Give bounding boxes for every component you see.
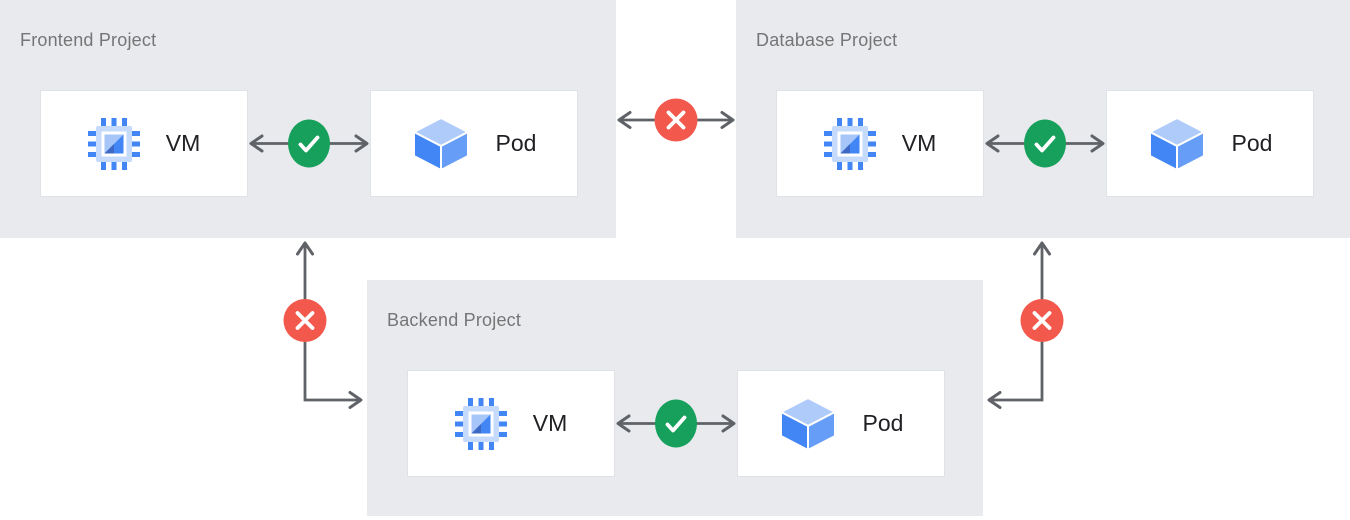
- database-pod-node: Pod: [1106, 90, 1314, 197]
- pod-label: Pod: [1231, 130, 1273, 156]
- frontend-project-title: Frontend Project: [20, 30, 157, 50]
- compute-engine-vm-icon: [454, 397, 507, 450]
- frontend-pod-node: Pod: [370, 90, 578, 197]
- frontend-vm-node: VM: [40, 90, 248, 197]
- database-backend-blocked-connector: [987, 241, 1064, 409]
- x-icon: [1020, 299, 1064, 342]
- x-icon: [654, 98, 698, 142]
- x-icon: [283, 299, 327, 342]
- vm-label: VM: [165, 130, 201, 156]
- pod-cube-icon: [412, 116, 470, 172]
- database-vm-node: VM: [776, 90, 984, 197]
- pod-label: Pod: [862, 410, 904, 436]
- panel-frontend-project: Frontend Project VM: [0, 0, 616, 238]
- pod-cube-icon: [1148, 116, 1206, 172]
- frontend-database-blocked-connector: [617, 98, 735, 142]
- pod-cube-icon: [779, 396, 837, 452]
- vm-label: VM: [901, 130, 937, 156]
- compute-engine-vm-icon: [87, 117, 140, 170]
- vm-label: VM: [532, 410, 568, 436]
- backend-pod-node: Pod: [737, 370, 945, 477]
- backend-vm-node: VM: [407, 370, 615, 477]
- pod-label: Pod: [495, 130, 537, 156]
- panel-database-project: Database Project VM: [736, 0, 1350, 238]
- panel-backend-project: Backend Project VM: [367, 280, 983, 516]
- database-project-title: Database Project: [756, 30, 898, 50]
- backend-project-title: Backend Project: [387, 310, 522, 330]
- compute-engine-vm-icon: [823, 117, 876, 170]
- frontend-backend-blocked-connector: [283, 241, 363, 409]
